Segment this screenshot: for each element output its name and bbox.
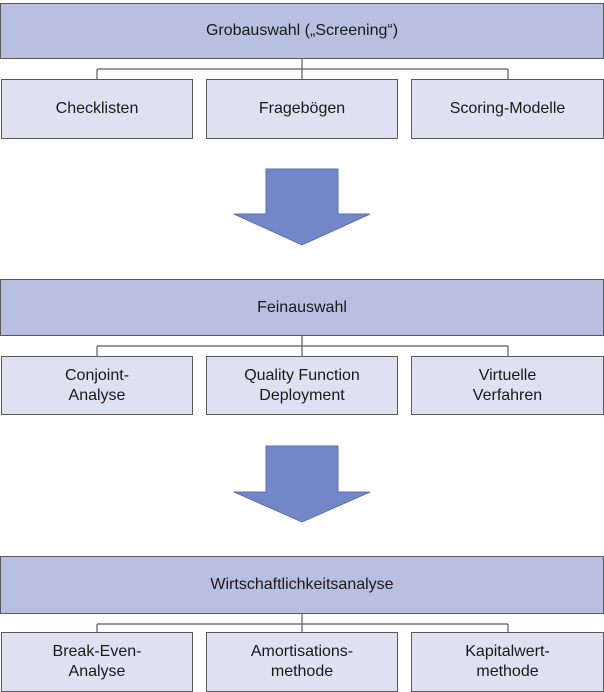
stage-2-connector — [96, 336, 509, 356]
method-label: Virtuelle Verfahren — [472, 366, 543, 404]
stage-2-title-box: Feinauswahl — [0, 279, 604, 336]
method-box-amortisationsmethode: Amortisations- methode — [206, 632, 398, 692]
method-label: Kapitalwert- methode — [465, 643, 550, 680]
method-label: Amortisations- methode — [250, 643, 354, 680]
stage-3-connector — [96, 614, 509, 632]
down-arrow-2 — [233, 445, 371, 523]
method-box-frageboegen: Fragebögen — [206, 79, 398, 139]
stage-1-connector — [96, 59, 509, 79]
method-box-virtuelle-verfahren: Virtuelle Verfahren — [411, 356, 604, 415]
method-box-break-even-analyse: Break-Even- Analyse — [1, 632, 193, 692]
stage-1-title-box: Grobauswahl („Screening“) — [0, 3, 604, 59]
method-label: Conjoint- Analyse — [64, 366, 130, 404]
method-label: Break-Even- Analyse — [52, 643, 142, 680]
method-label: Checklisten — [55, 100, 139, 117]
method-label: Scoring-Modelle — [449, 100, 566, 117]
method-box-kapitalwertmethode: Kapitalwert- methode — [411, 632, 604, 692]
method-box-conjoint-analyse: Conjoint- Analyse — [1, 356, 193, 415]
stage-1-title: Grobauswahl („Screening“) — [205, 22, 399, 39]
method-box-checklisten: Checklisten — [1, 79, 193, 139]
method-label: Quality Function Deployment — [244, 366, 360, 404]
method-box-scoring-modelle: Scoring-Modelle — [411, 79, 604, 139]
stage-3-title-box: Wirtschaftlichkeitsanalyse — [0, 556, 604, 614]
method-label: Fragebögen — [258, 100, 346, 117]
method-box-qfd: Quality Function Deployment — [206, 356, 398, 415]
stage-3-title: Wirtschaftlichkeitsanalyse — [210, 576, 394, 593]
stage-2-title: Feinauswahl — [257, 298, 347, 316]
down-arrow-1 — [233, 168, 371, 246]
